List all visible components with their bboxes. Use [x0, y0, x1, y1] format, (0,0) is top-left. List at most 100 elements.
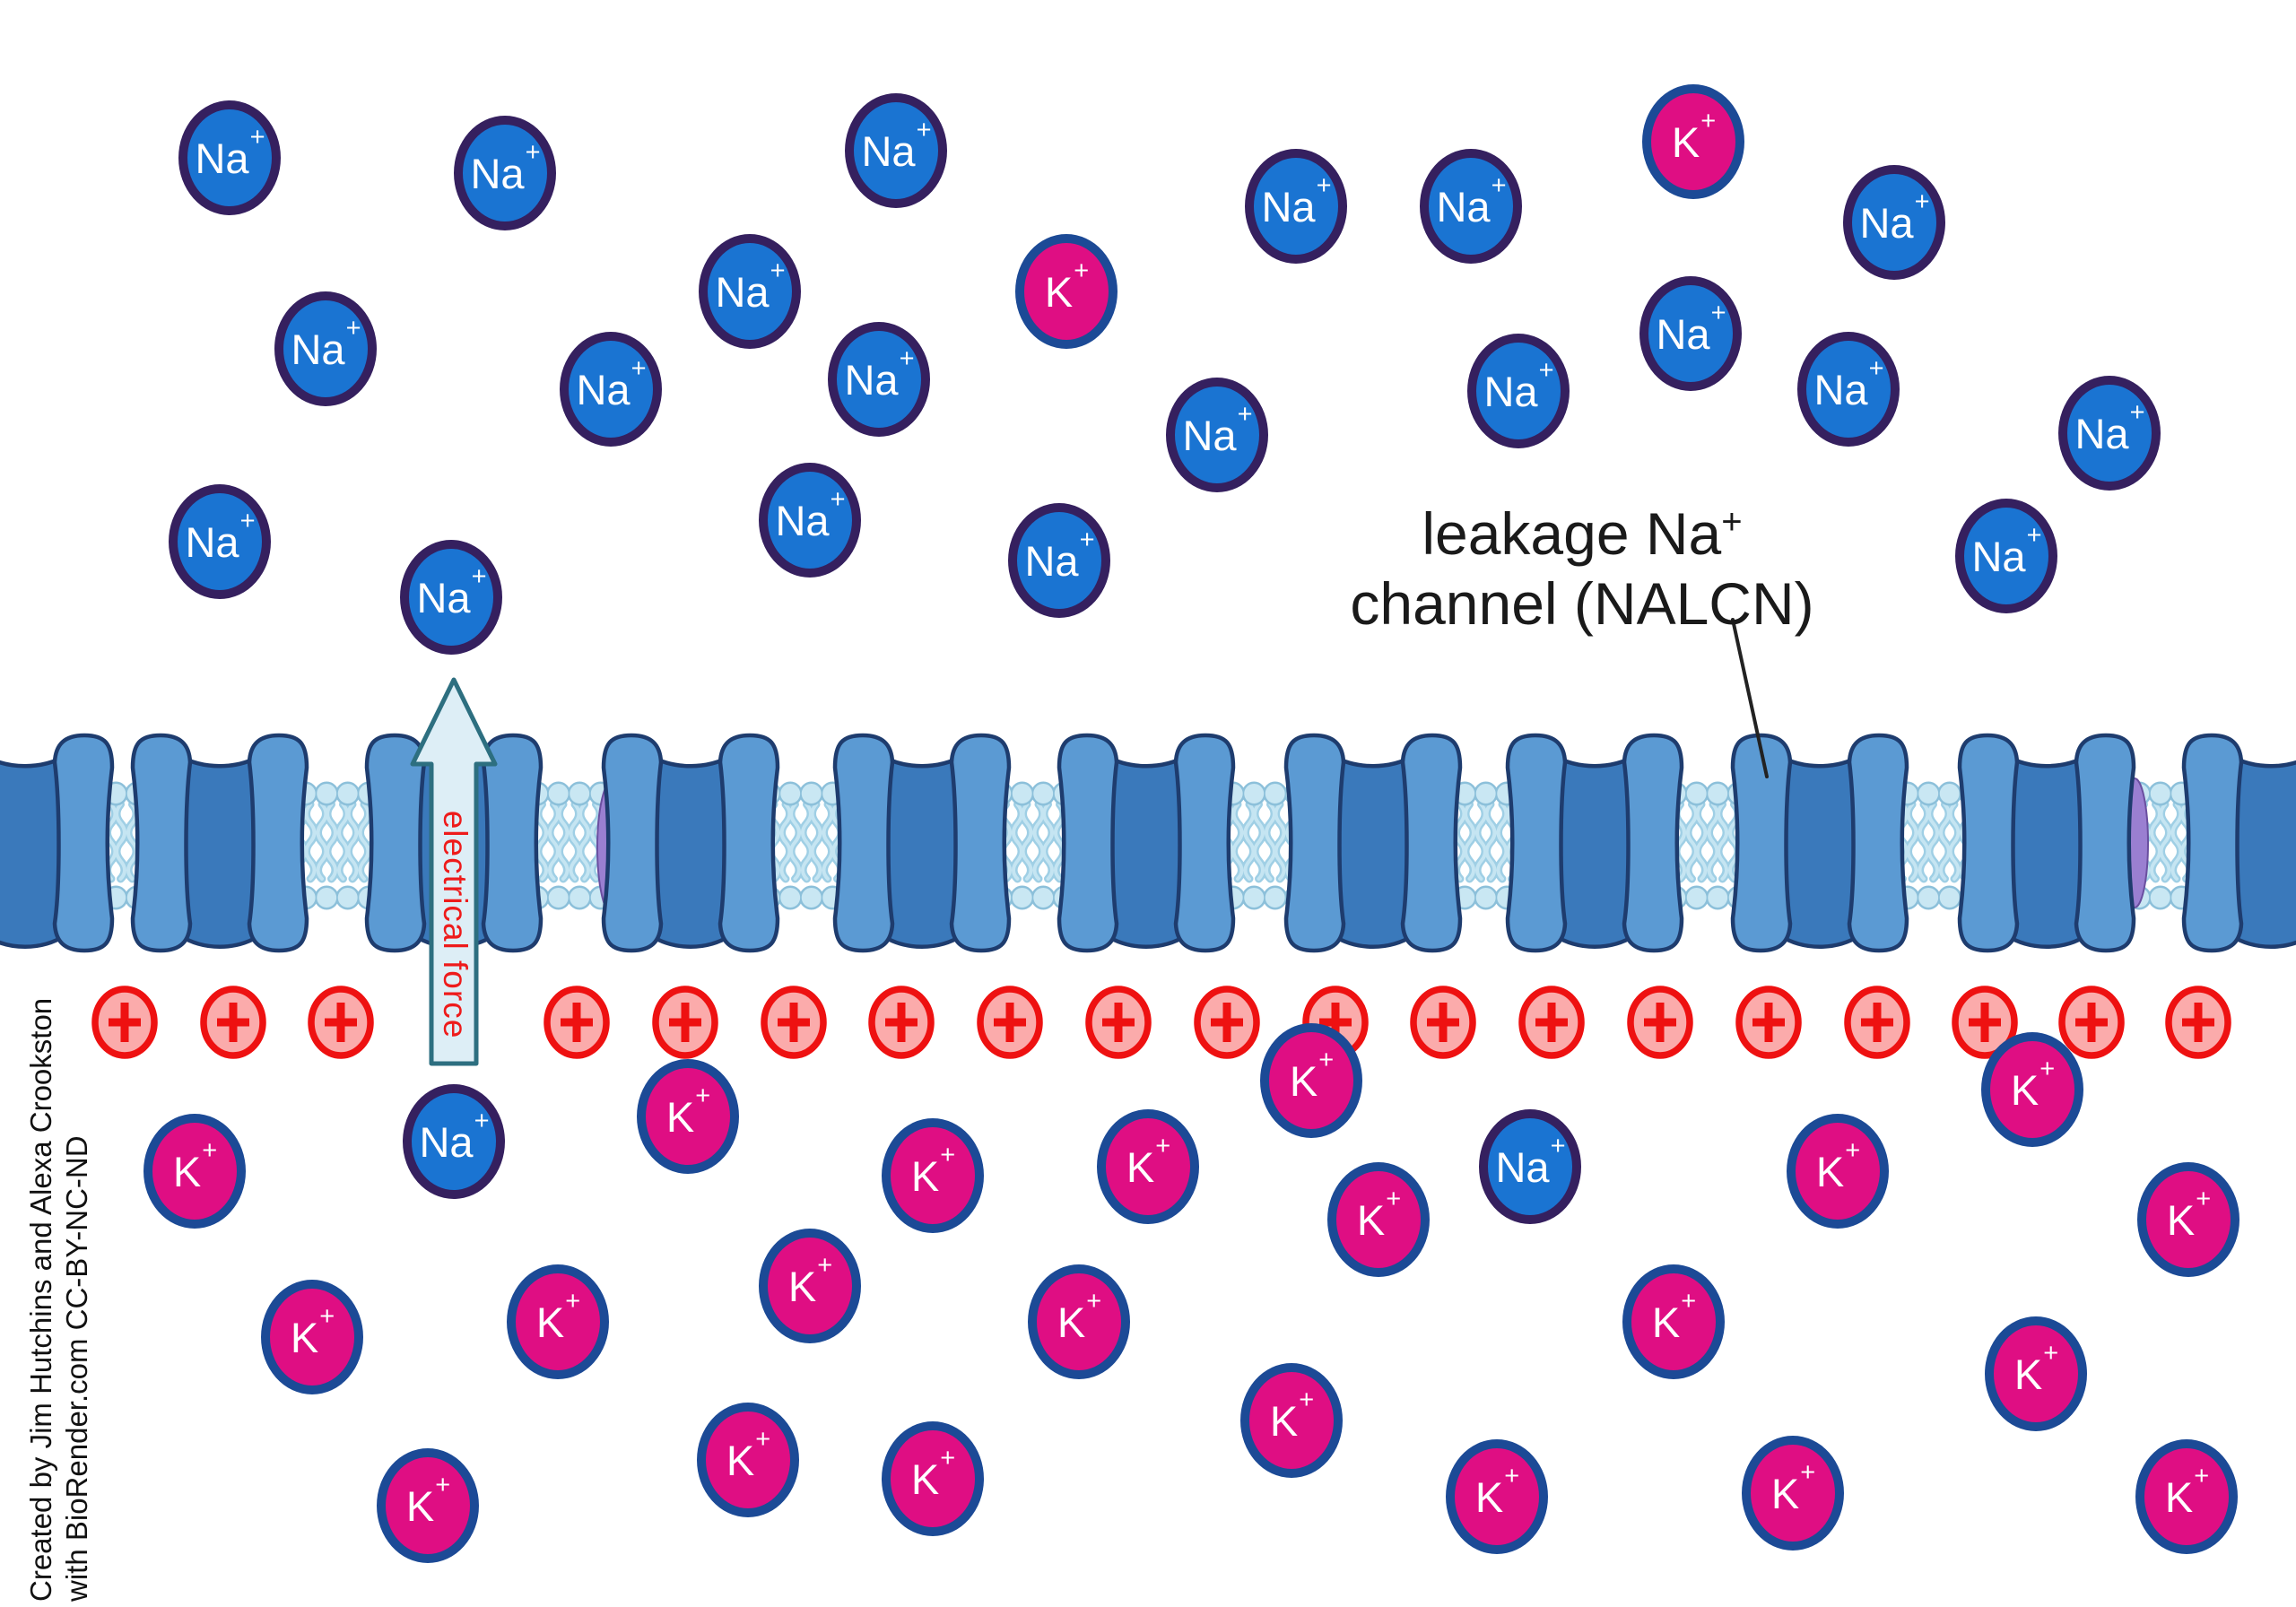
ion-symbol: K+: [726, 1424, 771, 1484]
potassium-ion: K+: [1622, 1264, 1725, 1379]
sodium-ion: Na+: [1479, 1109, 1581, 1224]
label-leader-line: [1731, 618, 1769, 778]
membrane-channel: [1508, 735, 1682, 951]
ion-symbol: K+: [1651, 1286, 1697, 1346]
membrane-channel: [1960, 735, 2134, 951]
potassium-ion: K+: [697, 1403, 799, 1517]
ion-symbol: Na+: [419, 1106, 490, 1166]
ion-symbol: Na+: [1495, 1131, 1566, 1191]
ion-symbol: Na+: [416, 561, 487, 621]
ion-symbol: K+: [2166, 1184, 2212, 1244]
sodium-ion: Na+: [1166, 378, 1268, 492]
sodium-ion: Na+: [400, 540, 502, 655]
sodium-ion: Na+: [1955, 499, 2057, 613]
ion-symbol: Na+: [775, 484, 846, 544]
ion-symbol: Na+: [291, 313, 361, 373]
sodium-ion: Na+: [845, 93, 947, 208]
ion-symbol: K+: [1671, 106, 1717, 166]
positive-charge: [1194, 986, 1260, 1059]
ion-symbol: K+: [910, 1443, 956, 1503]
ion-symbol: Na+: [1859, 187, 1930, 247]
ion-symbol: Na+: [1261, 170, 1332, 230]
ion-symbol: K+: [1289, 1045, 1335, 1105]
positive-charge: [1844, 986, 1910, 1059]
positive-charge: [1952, 986, 2018, 1059]
positive-charge: [1735, 986, 1802, 1059]
potassium-ion: K+: [1742, 1436, 1844, 1551]
potassium-ion: K+: [1446, 1439, 1548, 1554]
attribution-line2: with BioRender.com CC-BY-NC-ND: [60, 1135, 93, 1602]
sodium-ion: Na+: [759, 463, 861, 578]
ion-symbol: K+: [535, 1286, 581, 1346]
nalcn-channel-label-line1: leakage Na+: [1422, 500, 1743, 567]
sodium-ion: Na+: [178, 100, 281, 215]
sodium-ion: Na+: [560, 332, 662, 447]
potassium-ion: K+: [144, 1114, 246, 1229]
sodium-ion: Na+: [403, 1084, 505, 1199]
sodium-ion: Na+: [1008, 503, 1110, 618]
electrical-force-arrow: [410, 677, 498, 1066]
membrane-channel: [1733, 735, 1907, 951]
positive-charge-row: [91, 986, 2231, 1059]
ion-symbol: K+: [665, 1081, 711, 1141]
potassium-ion: K+: [1015, 234, 1118, 349]
sodium-ion: Na+: [1797, 332, 1900, 447]
ion-symbol: Na+: [470, 137, 541, 197]
positive-charge: [308, 986, 374, 1059]
ion-symbol: Na+: [1436, 170, 1507, 230]
sodium-ion: Na+: [1843, 165, 1945, 280]
potassium-ion: K+: [2137, 1162, 2239, 1277]
ion-symbol: Na+: [185, 506, 256, 566]
ion-symbol: K+: [1815, 1135, 1861, 1195]
membrane-channel: [604, 735, 778, 951]
ion-symbol: Na+: [1656, 298, 1726, 358]
ion-symbol: K+: [2010, 1054, 2056, 1114]
electrical-force-label: electrical force: [437, 810, 474, 1039]
ion-symbol: K+: [1474, 1461, 1520, 1521]
potassium-ion: K+: [507, 1264, 609, 1379]
ion-symbol: K+: [1044, 256, 1090, 316]
nalcn-channel-label: leakage Na+ channel (NALCN): [1268, 487, 1896, 638]
ion-symbol: Na+: [576, 353, 647, 413]
ion-symbol: Na+: [1971, 520, 2042, 580]
ion-symbol: K+: [787, 1250, 833, 1310]
membrane-channel: [2184, 735, 2296, 951]
sodium-ion: Na+: [828, 322, 930, 437]
ion-symbol: K+: [1057, 1286, 1102, 1346]
attribution-line1: Created by Jim Hutchins and Alexa Crooks…: [24, 997, 57, 1602]
ion-symbol: Na+: [2074, 397, 2145, 457]
positive-charge: [2058, 986, 2125, 1059]
membrane-channel: [1059, 735, 1233, 951]
sodium-ion: Na+: [699, 234, 801, 349]
sodium-ion: Na+: [1420, 149, 1522, 264]
potassium-ion: K+: [882, 1118, 984, 1233]
ion-symbol: K+: [1356, 1184, 1402, 1244]
nalcn-channel-label-line2: channel (NALCN): [1350, 570, 1814, 637]
positive-charge: [652, 986, 718, 1059]
potassium-ion: K+: [377, 1448, 479, 1563]
potassium-ion: K+: [1240, 1363, 1343, 1478]
potassium-ion: K+: [1985, 1316, 2087, 1431]
sodium-ion: Na+: [274, 291, 377, 406]
potassium-ion: K+: [1642, 84, 1744, 199]
positive-charge: [977, 986, 1043, 1059]
potassium-ion: K+: [261, 1280, 363, 1394]
ion-symbol: Na+: [861, 115, 932, 175]
ion-symbol: Na+: [1813, 353, 1884, 413]
sodium-ion: Na+: [1245, 149, 1347, 264]
positive-charge: [2165, 986, 2231, 1059]
ion-symbol: Na+: [195, 122, 265, 182]
ion-symbol: K+: [1269, 1385, 1315, 1445]
positive-charge: [200, 986, 266, 1059]
membrane-channel: [0, 735, 112, 951]
ion-symbol: Na+: [844, 343, 915, 404]
ion-symbol: Na+: [1182, 399, 1253, 459]
positive-charge: [1085, 986, 1152, 1059]
positive-charge: [544, 986, 610, 1059]
potassium-ion: K+: [1787, 1114, 1889, 1229]
ion-symbol: K+: [2164, 1461, 2210, 1521]
ion-symbol: K+: [405, 1470, 451, 1530]
membrane-channel: [133, 735, 307, 951]
sodium-ion: Na+: [454, 116, 556, 230]
potassium-ion: K+: [1981, 1032, 2083, 1147]
